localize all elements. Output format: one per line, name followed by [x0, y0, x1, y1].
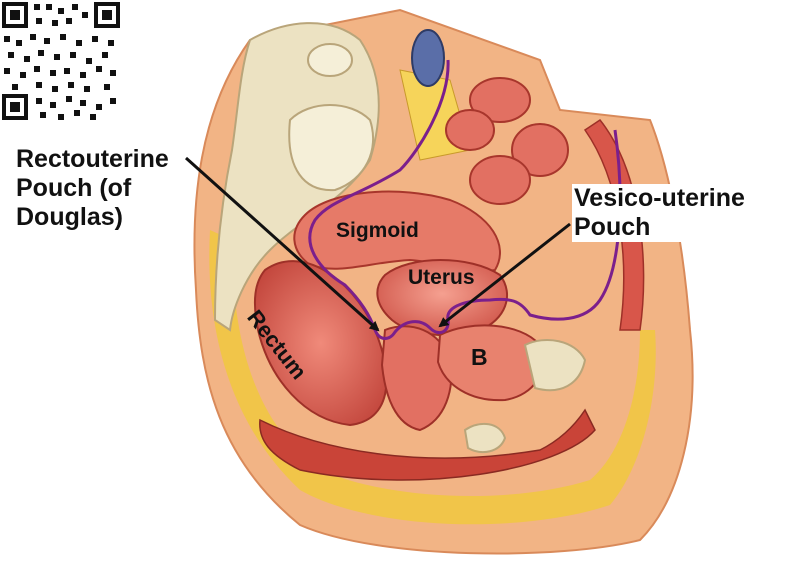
- rectouterine-pouch-label: Rectouterine Pouch (of Douglas): [14, 145, 171, 232]
- rectouterine-label-line1: Rectouterine: [16, 145, 169, 173]
- cervix-vagina: [380, 325, 453, 432]
- rectouterine-label-line3: Douglas): [16, 202, 123, 231]
- rectouterine-arrow: [184, 156, 380, 332]
- pelvic-floor: [259, 408, 596, 481]
- vesico-uterine-arrow: [438, 222, 571, 328]
- peritoneum-line: [308, 59, 622, 340]
- small-bowel: [445, 77, 569, 205]
- qr-code-image: [0, 0, 122, 122]
- vesico-label-line2: Pouch: [574, 212, 651, 241]
- sigmoid-label: Sigmoid: [336, 219, 419, 242]
- uterus-label: Uterus: [408, 266, 475, 289]
- bladder-label: B: [471, 344, 488, 370]
- vesico-uterine-pouch-label: Vesico-uterine Pouch: [572, 184, 747, 242]
- pubic-bone: [523, 339, 587, 392]
- fat-layer: [209, 230, 656, 525]
- sacrum-bone: [213, 22, 380, 332]
- vesico-label-line1: Vesico-uterine: [574, 184, 745, 212]
- rectouterine-label-line2: Pouch (of: [16, 173, 132, 202]
- abdominal-wall: [583, 118, 645, 331]
